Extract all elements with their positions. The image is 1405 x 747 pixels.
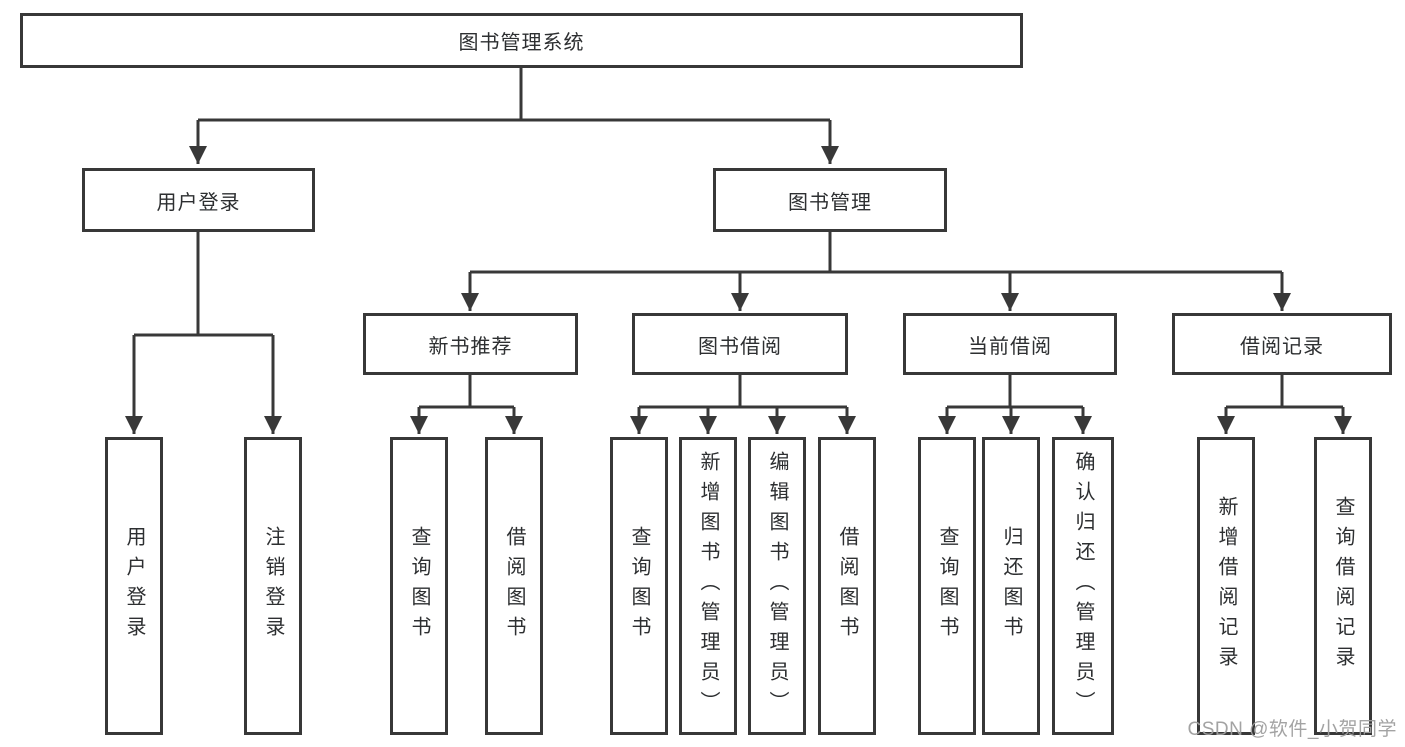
leaf-currentborrow-return-books: 归还图书: [982, 437, 1040, 735]
node-new-book-recommend-label: 新书推荐: [428, 335, 513, 358]
leaf-logout: 注销登录: [244, 437, 302, 735]
node-book-borrow-label: 图书借阅: [698, 335, 782, 358]
node-user-login-label: 用户登录: [156, 191, 241, 214]
leaf-bookborrow-edit-books-admin: 编辑图书（管理员）: [748, 437, 806, 735]
leaf-currentborrow-return-books-label: 归还图书: [1000, 526, 1022, 646]
leaf-records-add-borrow-record-label: 新增借阅记录: [1215, 496, 1237, 676]
node-book-borrow: 图书借阅: [632, 313, 848, 375]
leaf-bookborrow-edit-books-admin-label: 编辑图书（管理员）: [766, 451, 788, 721]
leaf-newbooks-query-books-label: 查询图书: [408, 526, 430, 646]
leaf-logout-label: 注销登录: [262, 526, 284, 646]
node-book-management: 图书管理: [713, 168, 947, 232]
leaf-bookborrow-add-books-admin: 新增图书（管理员）: [679, 437, 737, 735]
leaf-records-add-borrow-record: 新增借阅记录: [1197, 437, 1255, 735]
leaf-bookborrow-query-books: 查询图书: [610, 437, 668, 735]
leaf-newbooks-borrow-books-label: 借阅图书: [503, 526, 525, 646]
node-root-system: 图书管理系统: [20, 13, 1023, 68]
leaf-currentborrow-query-books: 查询图书: [918, 437, 976, 735]
node-current-borrow: 当前借阅: [903, 313, 1117, 375]
leaf-user-login-label: 用户登录: [123, 526, 145, 646]
leaf-newbooks-borrow-books: 借阅图书: [485, 437, 543, 735]
node-user-login: 用户登录: [82, 168, 315, 232]
node-current-borrow-label: 当前借阅: [968, 335, 1052, 358]
leaf-bookborrow-add-books-admin-label: 新增图书（管理员）: [697, 451, 719, 721]
leaf-user-login: 用户登录: [105, 437, 163, 735]
node-root-label: 图书管理系统: [458, 32, 585, 54]
leaf-currentborrow-confirm-return-admin-label: 确认归还（管理员）: [1072, 451, 1094, 721]
leaf-bookborrow-borrow-books: 借阅图书: [818, 437, 876, 735]
leaf-bookborrow-borrow-books-label: 借阅图书: [836, 526, 858, 646]
leaf-newbooks-query-books: 查询图书: [390, 437, 448, 735]
leaf-currentborrow-confirm-return-admin: 确认归还（管理员）: [1052, 437, 1114, 735]
leaf-bookborrow-query-books-label: 查询图书: [628, 526, 650, 646]
leaf-records-query-borrow-record: 查询借阅记录: [1314, 437, 1372, 735]
csdn-watermark: CSDN @软件_小贺同学: [1187, 719, 1397, 740]
node-book-management-label: 图书管理: [788, 191, 872, 214]
leaf-currentborrow-query-books-label: 查询图书: [936, 526, 958, 646]
node-borrow-records: 借阅记录: [1172, 313, 1392, 375]
node-new-book-recommend: 新书推荐: [363, 313, 578, 375]
leaf-records-query-borrow-record-label: 查询借阅记录: [1332, 496, 1354, 676]
node-borrow-records-label: 借阅记录: [1240, 335, 1324, 358]
